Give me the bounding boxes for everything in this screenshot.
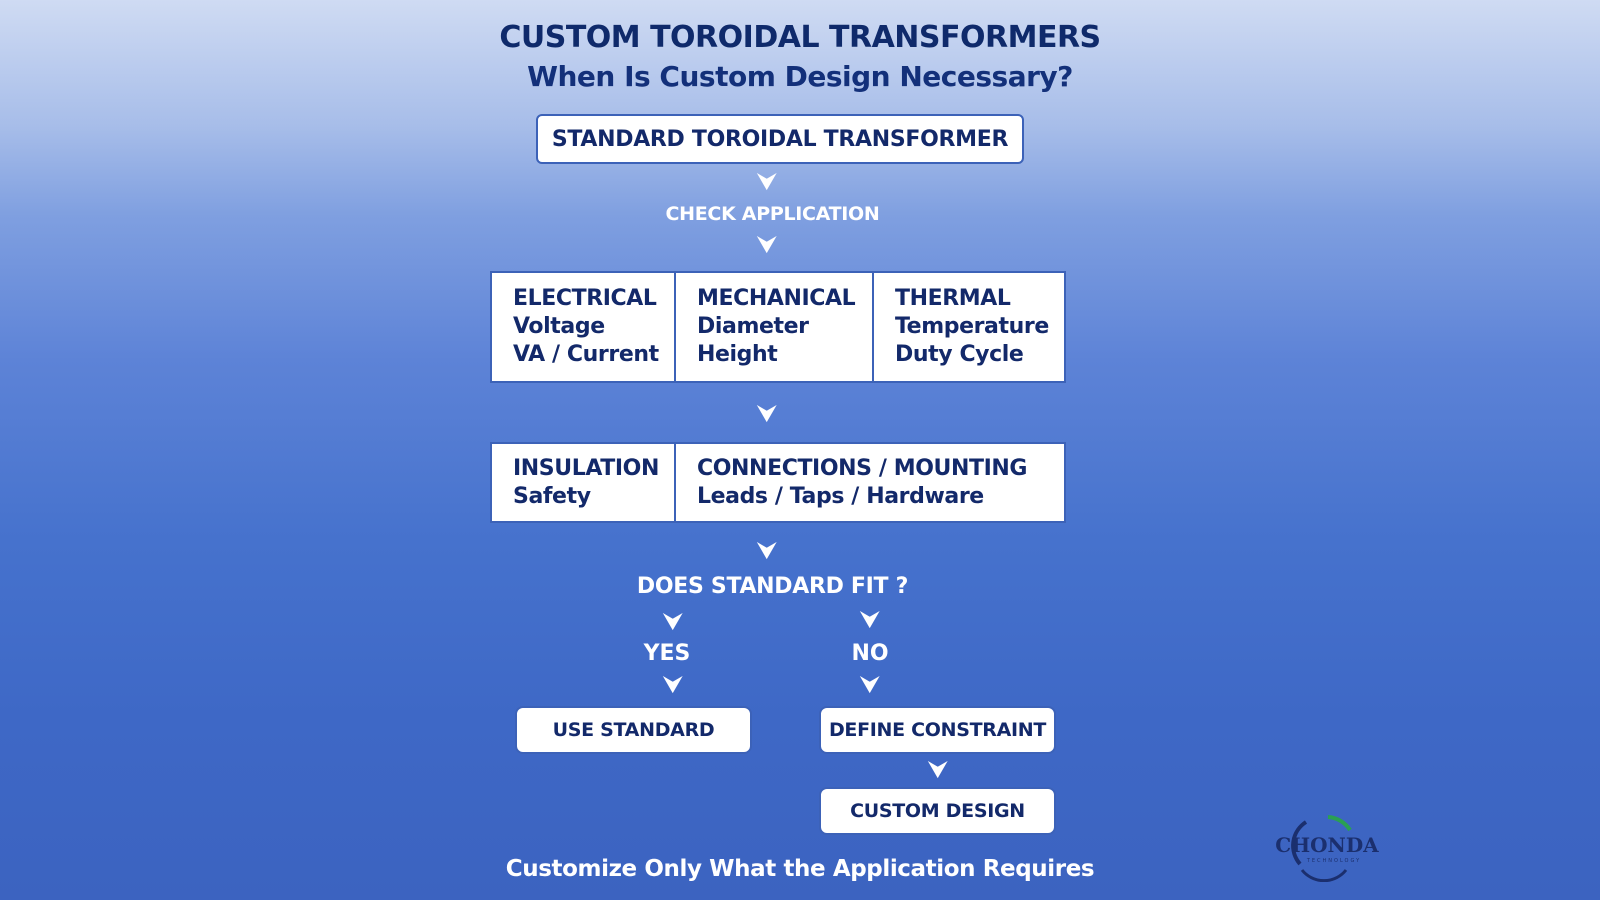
criteria-heading: CONNECTIONS / MOUNTING xyxy=(697,455,1028,481)
footer-tagline: Customize Only What the Application Requ… xyxy=(505,856,1095,882)
no-label: NO xyxy=(851,641,889,666)
criteria-row-2: INSULATION Safety CONNECTIONS / MOUNTING… xyxy=(490,442,1066,523)
logo-text: CHONDA xyxy=(1275,833,1379,857)
chonda-logo-icon: CHONDA TECHNOLOGY xyxy=(1268,812,1386,883)
logo-subtext: TECHNOLOGY xyxy=(1306,858,1361,864)
criteria-item: Voltage xyxy=(513,314,605,339)
arrow-down-icon: ⮟ xyxy=(757,539,777,564)
arrow-down-icon: ⮟ xyxy=(757,233,777,258)
arrow-down-icon: ⮟ xyxy=(757,402,777,427)
check-application-label: CHECK APPLICATION xyxy=(665,203,880,225)
criteria-item: Temperature xyxy=(895,314,1049,339)
criteria-item: Height xyxy=(697,342,778,367)
page-title: CUSTOM TOROIDAL TRANSFORMERS xyxy=(499,20,1101,55)
criteria-heading: MECHANICAL xyxy=(697,286,856,311)
yes-label: YES xyxy=(643,641,691,666)
custom-design-box: CUSTOM DESIGN xyxy=(819,787,1056,835)
criteria-heading: INSULATION xyxy=(513,455,659,481)
criteria-mechanical: MECHANICAL Diameter Height xyxy=(676,273,874,381)
criteria-item: Leads / Taps / Hardware xyxy=(697,483,984,509)
decision-question: DOES STANDARD FIT ? xyxy=(636,574,909,599)
page-subtitle: When Is Custom Design Necessary? xyxy=(527,60,1073,93)
arrow-down-icon: ⮟ xyxy=(860,608,880,633)
start-box: STANDARD TOROIDAL TRANSFORMER xyxy=(536,114,1024,164)
criteria-heading: ELECTRICAL xyxy=(513,286,657,311)
criteria-connections: CONNECTIONS / MOUNTING Leads / Taps / Ha… xyxy=(676,444,1064,521)
criteria-thermal: THERMAL Temperature Duty Cycle xyxy=(874,273,1064,381)
arrow-down-icon: ⮟ xyxy=(928,758,948,783)
criteria-heading: THERMAL xyxy=(895,286,1011,311)
define-constraint-box: DEFINE CONSTRAINT xyxy=(819,706,1056,754)
criteria-item: VA / Current xyxy=(513,342,659,367)
criteria-item: Duty Cycle xyxy=(895,342,1024,367)
criteria-electrical: ELECTRICAL Voltage VA / Current xyxy=(492,273,676,381)
arrow-down-icon: ⮟ xyxy=(757,170,777,195)
criteria-insulation: INSULATION Safety xyxy=(492,444,676,521)
arrow-down-icon: ⮟ xyxy=(663,610,683,635)
criteria-item: Safety xyxy=(513,483,591,509)
criteria-row-1: ELECTRICAL Voltage VA / Current MECHANIC… xyxy=(490,271,1066,383)
arrow-down-icon: ⮟ xyxy=(860,673,880,698)
arrow-down-icon: ⮟ xyxy=(663,673,683,698)
use-standard-box: USE STANDARD xyxy=(515,706,752,754)
criteria-item: Diameter xyxy=(697,314,809,339)
